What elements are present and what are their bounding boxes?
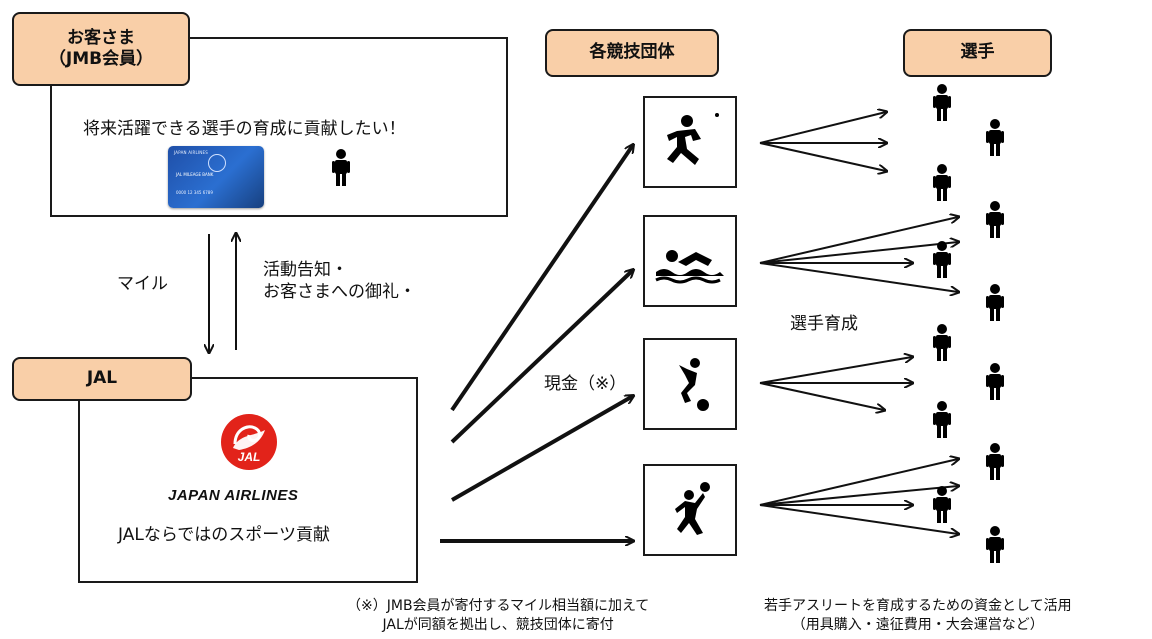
card-number-text: 0000 12 345 6789: [176, 190, 213, 195]
card-brand-text: JAL MILEAGE BANK: [176, 172, 214, 177]
sport-box-football: [643, 96, 737, 188]
sport-box-gymnastics: [643, 338, 737, 430]
training-label: 選手育成: [790, 314, 858, 334]
football-player-icon: [667, 113, 719, 165]
athletes-tag: 選手: [903, 29, 1052, 77]
customer-tag: お客さま （JMB会員）: [12, 12, 190, 86]
customer-message: 将来活躍できる選手の育成に貢献したい！: [83, 119, 406, 139]
jal-logo: JAL: [221, 414, 277, 470]
athlete-icons: [933, 84, 1004, 563]
gymnast-icon: [679, 358, 709, 411]
jal-box: [78, 377, 418, 583]
reward-label: 活動告知・ お客さまへの御礼・: [263, 260, 416, 303]
cash-footnote: （※）JMB会員が寄付するマイル相当額に加えて JALが同額を拠出し、競技団体に…: [347, 598, 650, 633]
swimmer-icon: [655, 250, 724, 284]
volleyball-player-icon: [675, 482, 710, 535]
card-emblem-icon: [208, 154, 226, 172]
sport-box-volleyball: [643, 464, 737, 556]
jal-tag: JAL: [12, 357, 192, 401]
jal-logo-text: JAL: [237, 450, 261, 464]
mileage-card: JAPAN AIRLINES JAL MILEAGE BANK 0000 12 …: [168, 146, 264, 208]
cash-label: 現金（※）: [544, 374, 627, 394]
sport-box-swimming: [643, 215, 737, 307]
crane-icon: [233, 425, 265, 450]
fund-footnote: 若手アスリートを育成するための資金として活用 （用具購入・遠征費用・大会運営など…: [764, 598, 1072, 633]
person-icon: [332, 149, 350, 186]
miles-label: マイル: [117, 274, 168, 294]
jal-slogan: JALならではのスポーツ貢献: [118, 525, 330, 545]
card-top-text: JAPAN AIRLINES: [174, 150, 208, 155]
sports-org-tag: 各競技団体: [545, 29, 719, 77]
jal-wordmark: JAPAN AIRLINES: [168, 487, 299, 504]
